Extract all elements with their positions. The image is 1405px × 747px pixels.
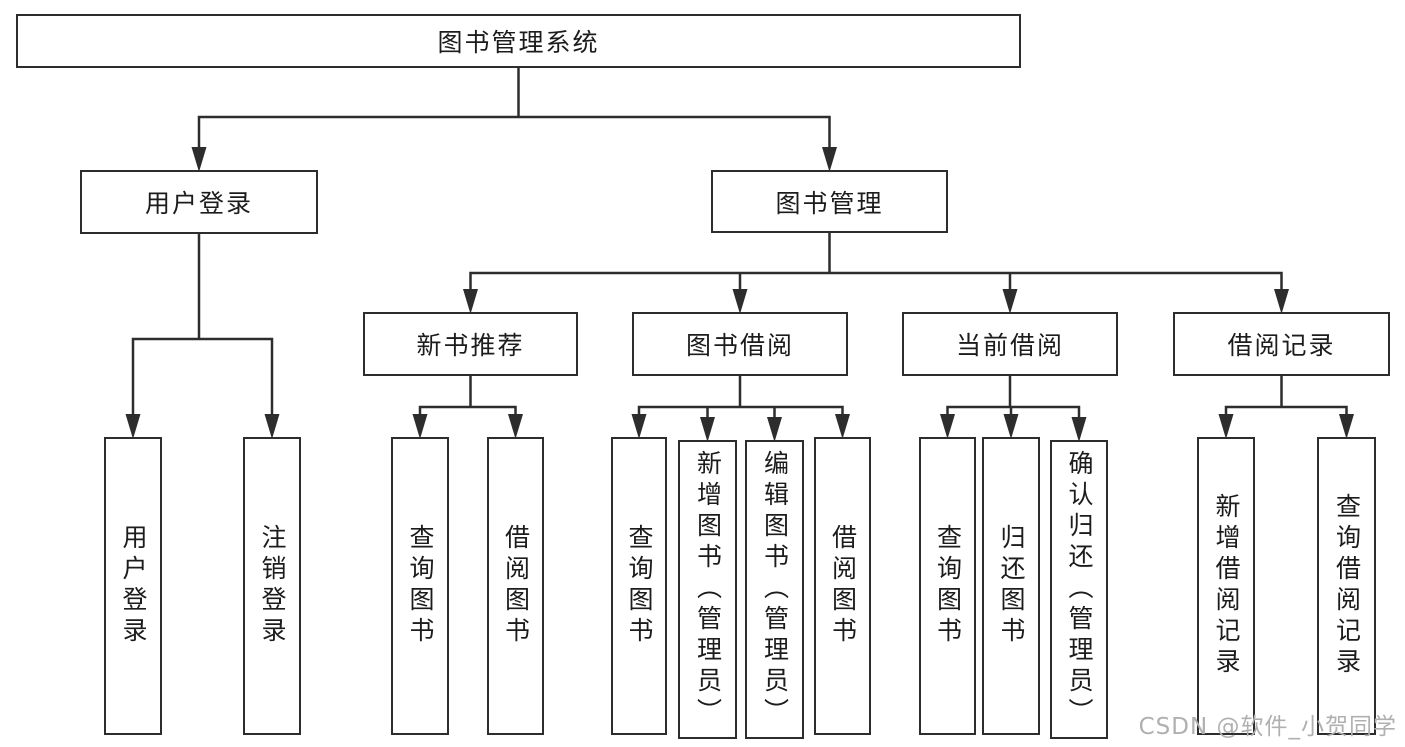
node-root: 图书管理系统: [16, 14, 1021, 68]
watermark: CSDN @软件_小贺同学: [1138, 714, 1397, 740]
node-label: 新增图书（管理员）: [693, 450, 723, 729]
node-label: 图书管理: [775, 188, 884, 218]
arrowhead-book-borrowing: [732, 289, 748, 314]
node-label: 用户登录: [144, 189, 253, 218]
node-label: 确认归还（管理员）: [1065, 450, 1094, 729]
connector-book-borrowing: [637, 373, 844, 423]
node-label: 注销登录: [258, 524, 287, 648]
connector-current-borrowing: [946, 373, 1081, 423]
arrowhead-current-borrowing: [1002, 289, 1018, 314]
node-label: 借阅记录: [1227, 331, 1336, 360]
node-current-query-books: 查询图书: [919, 437, 976, 735]
node-new-book-recommend: 新书推荐: [363, 312, 578, 376]
arrowhead-current-query-books: [940, 414, 955, 439]
connector-root: [197, 65, 831, 153]
node-user-login: 用户登录: [104, 437, 162, 735]
node-return-books: 归还图书: [982, 437, 1040, 735]
arrowhead-recommend-query-books: [412, 414, 428, 439]
arrowhead-add-borrow-record: [1218, 414, 1234, 439]
node-label: 编辑图书（管理员）: [760, 450, 790, 729]
arrowhead-logout: [264, 414, 280, 439]
arrowhead-user-login: [125, 414, 141, 439]
node-book-management: 图书管理: [711, 170, 948, 233]
node-label: 查询图书: [933, 524, 963, 648]
arrowhead-user-login-group: [191, 147, 207, 172]
connector-new-book-recommend: [418, 373, 517, 420]
node-label: 查询图书: [406, 524, 435, 648]
node-label: 借阅图书: [501, 524, 531, 648]
node-logout: 注销登录: [243, 437, 301, 735]
connector-user-login-group: [131, 231, 274, 420]
node-label: 查询图书: [625, 524, 654, 648]
node-recommend-query-books: 查询图书: [391, 437, 449, 735]
node-borrow-borrow-books: 借阅图书: [814, 437, 871, 735]
arrowhead-recommend-borrow-books: [508, 414, 523, 439]
node-edit-books-admin: 编辑图书（管理员）: [745, 440, 804, 739]
connector-book-management: [469, 230, 1283, 295]
node-borrowing-records: 借阅记录: [1173, 312, 1390, 376]
node-book-borrowing: 图书借阅: [632, 312, 848, 376]
node-label: 借阅图书: [828, 524, 858, 648]
node-current-borrowing: 当前借阅: [902, 312, 1118, 376]
node-label: 归还图书: [997, 524, 1026, 648]
node-query-borrow-record: 查询借阅记录: [1317, 437, 1376, 735]
node-label: 图书借阅: [685, 331, 794, 360]
node-label: 新书推荐: [416, 331, 525, 360]
node-add-books-admin: 新增图书（管理员）: [678, 440, 737, 739]
arrowhead-new-book-recommend: [463, 289, 478, 314]
arrowhead-borrow-query-books: [631, 414, 647, 439]
node-user-login-group: 用户登录: [80, 170, 318, 234]
node-label: 用户登录: [119, 524, 148, 648]
node-confirm-return-admin: 确认归还（管理员）: [1050, 440, 1108, 739]
arrowhead-book-management: [822, 147, 837, 172]
arrowhead-edit-books-admin: [767, 417, 782, 442]
node-label: 当前借阅: [955, 331, 1064, 360]
arrowhead-borrowing-records: [1274, 289, 1289, 314]
node-label: 图书管理系统: [437, 28, 600, 57]
arrowhead-confirm-return-admin: [1071, 417, 1087, 442]
connector-borrowing-records: [1224, 373, 1348, 420]
arrowhead-query-borrow-record: [1339, 414, 1354, 439]
arrowhead-return-books: [1003, 414, 1019, 439]
arrowhead-borrow-borrow-books: [835, 414, 850, 439]
node-recommend-borrow-books: 借阅图书: [487, 437, 544, 735]
node-label: 查询借阅记录: [1332, 493, 1362, 679]
node-borrow-query-books: 查询图书: [611, 437, 667, 735]
node-label: 新增借阅记录: [1212, 493, 1241, 679]
node-add-borrow-record: 新增借阅记录: [1197, 437, 1255, 735]
arrowhead-add-books-admin: [700, 417, 715, 442]
